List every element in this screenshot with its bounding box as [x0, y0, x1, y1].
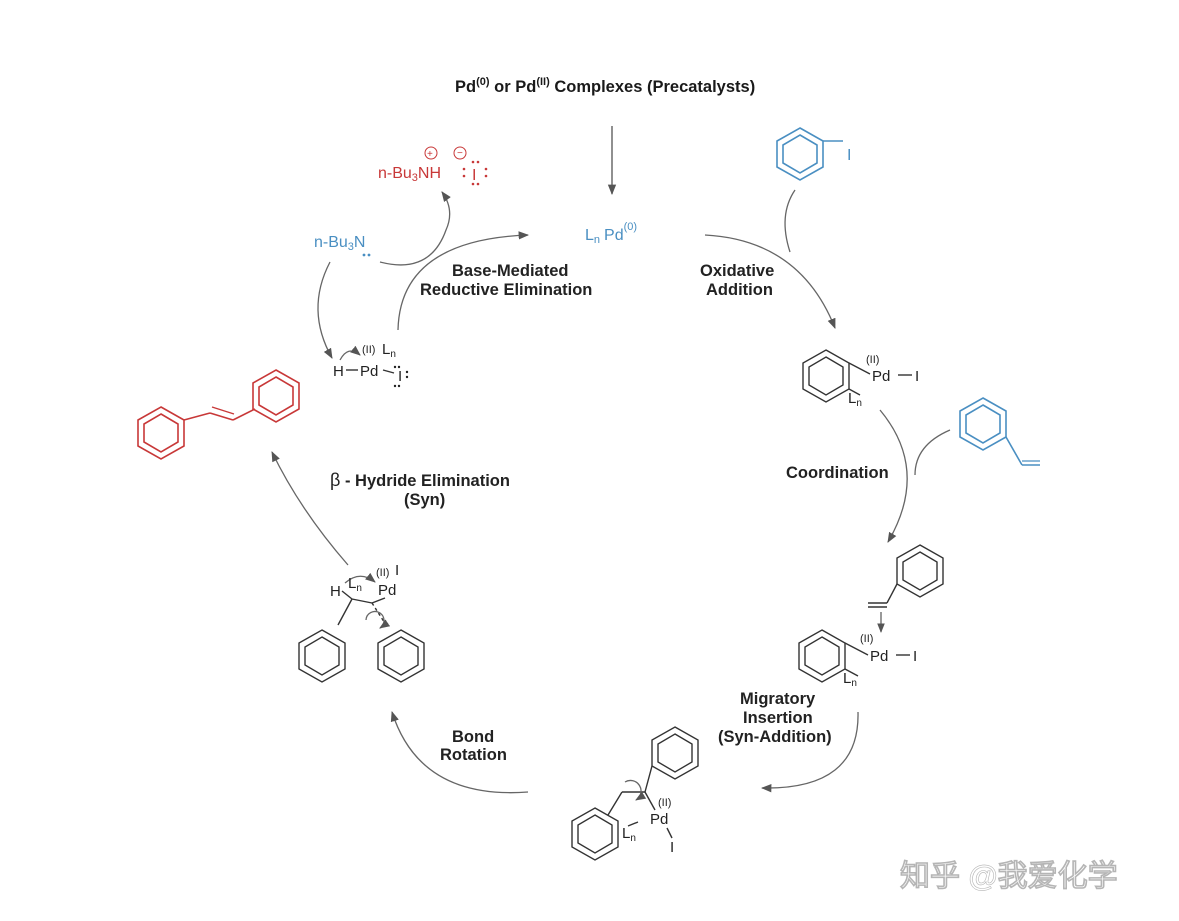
svg-text:Ln: Ln	[382, 341, 396, 360]
svg-text:n-Bu3NH: n-Bu3NH	[378, 165, 441, 184]
coordination-label: Coordination	[786, 464, 889, 482]
reductive-elimination-label-2: Reductive Elimination	[420, 281, 592, 299]
svg-text:(II): (II)	[376, 567, 389, 579]
reductive-elimination-label-1: Base-Mediated	[452, 262, 568, 280]
svg-text:+: +	[427, 149, 433, 160]
oxidative-addition-label: Oxidative	[700, 262, 774, 280]
aryl-pd-iodide-complex: (II) Pd I Ln	[802, 349, 919, 409]
svg-text:I: I	[915, 368, 919, 385]
svg-text:Ln: Ln	[348, 575, 362, 594]
svg-text:−: −	[457, 148, 463, 159]
svg-text:I: I	[670, 839, 674, 856]
iodobenzene-reagent: I	[776, 127, 851, 181]
tributylamine-base: n-Bu3N	[314, 234, 371, 257]
svg-text:I: I	[472, 167, 476, 184]
svg-text:(II): (II)	[658, 797, 671, 809]
bond-rotation-label-2: Rotation	[440, 746, 507, 764]
svg-text:(II): (II)	[860, 633, 873, 645]
migratory-insertion-label-2: Insertion	[743, 709, 813, 727]
migratory-insertion-label-3: (Syn-Addition)	[718, 728, 832, 746]
migratory-insertion-label-1: Migratory	[740, 690, 816, 708]
rotated-alkyl-pd-complex: H Ln (II) I Pd	[298, 562, 425, 683]
svg-text:Pd: Pd	[360, 363, 378, 380]
svg-text:Ln: Ln	[848, 390, 862, 409]
ammonium-iodide-salt: n-Bu3NH + − I	[378, 146, 488, 186]
svg-text:Pd: Pd	[378, 582, 396, 599]
pi-complex: (II) Pd I Ln	[798, 544, 944, 689]
migratory-insertion-arrow	[760, 711, 859, 793]
svg-text:H: H	[330, 583, 341, 600]
svg-text:I: I	[395, 562, 399, 579]
svg-text:n-Bu3N: n-Bu3N	[314, 234, 365, 253]
coordination-arrow	[879, 409, 908, 543]
hydrido-pd-iodide: H Pd (II) Ln I	[333, 341, 409, 388]
svg-text:Ln: Ln	[843, 670, 857, 689]
svg-text:(II): (II)	[362, 344, 375, 356]
svg-text:(II): (II)	[866, 354, 879, 366]
styrene-reagent	[959, 397, 1040, 466]
svg-text:Pd: Pd	[870, 648, 888, 665]
svg-text:Pd: Pd	[872, 368, 890, 385]
alkyl-pd-complex: (II) Pd Ln I	[571, 726, 699, 861]
oxidative-addition-label-2: Addition	[706, 281, 773, 299]
svg-text:I: I	[913, 648, 917, 665]
oxidative-addition-arrow	[704, 234, 836, 329]
reductive-elimination-arrow	[397, 231, 530, 331]
beta-hydride-label-2: (Syn)	[404, 491, 445, 509]
iodobenzene-entry-curve	[784, 189, 796, 253]
beta-hydride-label-1: β - Hydride Elimination	[330, 470, 510, 490]
beta-hydride-arrow	[271, 451, 349, 566]
svg-text:I: I	[398, 368, 402, 385]
base-to-pd-curve	[317, 261, 333, 359]
styrene-entry-curve	[914, 429, 951, 476]
svg-text:H: H	[333, 363, 344, 380]
base-to-salt-curve	[379, 191, 451, 266]
svg-text:I: I	[847, 147, 851, 164]
watermark: 知乎 @我爱化学	[900, 859, 1118, 893]
bond-rotation-label-1: Bond	[452, 728, 494, 746]
stilbene-product	[137, 369, 300, 460]
precatalyst-title: Pd(0) or Pd(II) Complexes (Precatalysts)	[455, 76, 755, 96]
svg-text:Pd: Pd	[650, 811, 668, 828]
bond-rotation-arrow	[390, 711, 529, 794]
svg-text:Ln: Ln	[622, 825, 636, 844]
